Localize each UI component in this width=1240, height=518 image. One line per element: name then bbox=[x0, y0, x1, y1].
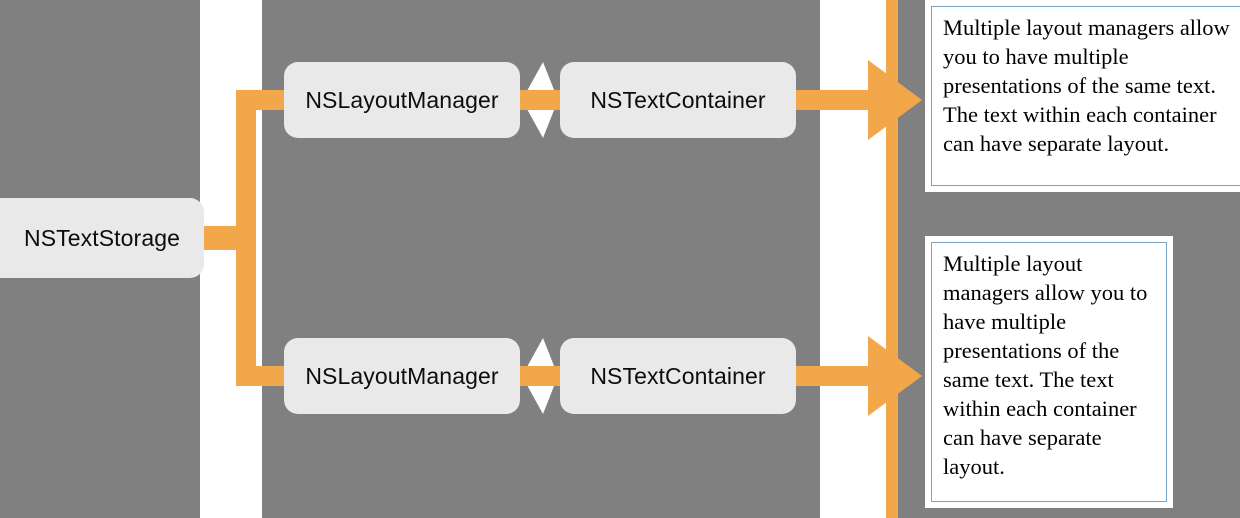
text-panel-top-body: Multiple layout managers allow you to ha… bbox=[931, 6, 1240, 186]
arrow-to-panel-bottom bbox=[792, 336, 922, 416]
nslayoutmanager-bottom-node[interactable]: NSLayoutManager bbox=[284, 338, 520, 414]
connector-lm-tc-top bbox=[515, 90, 567, 110]
arrow-to-panel-top bbox=[792, 60, 922, 140]
text-panel-bottom-body: Multiple layout managers allow you to ha… bbox=[931, 242, 1167, 502]
gray-slab-right bbox=[897, 0, 925, 518]
nstextstorage-node[interactable]: NSTextStorage bbox=[0, 198, 204, 278]
nstextcontainer-top-node[interactable]: NSTextContainer bbox=[560, 62, 796, 138]
nstextstorage-label: NSTextStorage bbox=[24, 224, 180, 251]
nstextcontainer-bottom-label: NSTextContainer bbox=[590, 362, 766, 389]
gray-slab-bottom-strip bbox=[897, 508, 1240, 518]
text-panel-top[interactable]: Multiple layout managers allow you to ha… bbox=[925, 0, 1240, 192]
nslayoutmanager-bottom-label: NSLayoutManager bbox=[305, 362, 499, 389]
connector-lm-tc-bottom bbox=[515, 366, 567, 386]
nstextcontainer-bottom-node[interactable]: NSTextContainer bbox=[560, 338, 796, 414]
orange-connector-group bbox=[204, 0, 922, 518]
connector-storage-branch bbox=[204, 90, 300, 386]
nslayoutmanager-top-label: NSLayoutManager bbox=[305, 86, 499, 113]
text-panel-bottom[interactable]: Multiple layout managers allow you to ha… bbox=[925, 236, 1173, 508]
gray-slab-panel-gutter bbox=[1173, 198, 1240, 518]
nslayoutmanager-top-node[interactable]: NSLayoutManager bbox=[284, 62, 520, 138]
channel-left bbox=[200, 0, 262, 518]
gray-slab-panel-gap bbox=[925, 192, 1240, 236]
nstextcontainer-top-label: NSTextContainer bbox=[590, 86, 766, 113]
